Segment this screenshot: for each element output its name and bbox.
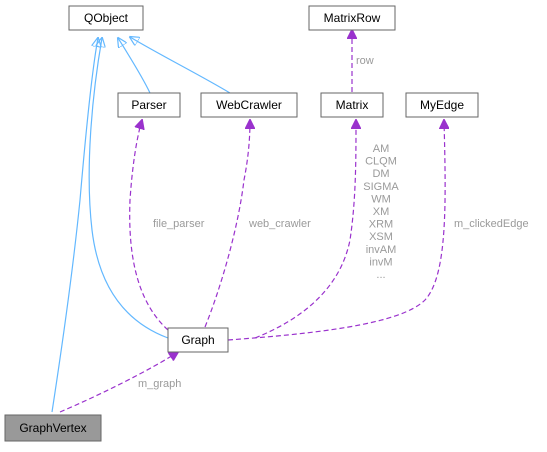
matrix-member-label: XM <box>373 206 390 218</box>
edge-parser-to-qobject <box>118 38 151 94</box>
node-label-myedge: MyEdge <box>420 98 464 112</box>
node-webcrawler[interactable]: WebCrawler <box>200 92 298 118</box>
node-label-matrixrow: MatrixRow <box>324 11 381 25</box>
node-label-graphvertex: GraphVertex <box>19 421 86 435</box>
matrix-member-label: invM <box>369 256 392 268</box>
matrix-member-label: AM <box>373 143 390 155</box>
matrix-member-label: ... <box>376 269 385 281</box>
node-parser[interactable]: Parser <box>117 92 181 118</box>
edge-label-matrix-members: AMCLQMDMSIGMAWMXMXRMXSMinvAMinvM... <box>363 143 399 281</box>
edge-graph-to-matrix <box>254 120 356 339</box>
edge-label-web-crawler: web_crawler <box>248 218 311 230</box>
edge-label-row: row <box>356 55 374 67</box>
edge-graph-to-qobject <box>88 38 169 339</box>
edge-graphvertex-to-graph <box>59 352 178 413</box>
matrix-member-label: XSM <box>369 231 393 243</box>
node-graphvertex[interactable]: GraphVertex <box>4 414 102 442</box>
edge-label-file-parser: file_parser <box>153 218 205 230</box>
edge-webcrawler-to-qobject <box>130 37 231 94</box>
matrix-member-label: SIGMA <box>363 181 399 193</box>
edge-graphvertex-to-qobject <box>51 38 98 413</box>
edge-label-m-clickededge: m_clickedEdge <box>454 218 529 230</box>
matrix-member-label: WM <box>371 193 391 205</box>
node-label-webcrawler: WebCrawler <box>216 98 282 112</box>
edge-graph-to-parser <box>129 120 169 331</box>
node-label-graph: Graph <box>181 333 214 347</box>
matrix-member-label: invAM <box>366 244 397 256</box>
node-graph[interactable]: Graph <box>167 327 229 353</box>
edge-graph-to-myedge <box>227 120 445 341</box>
node-label-parser: Parser <box>131 98 166 112</box>
node-label-matrix: Matrix <box>336 98 369 112</box>
node-matrix[interactable]: Matrix <box>320 92 384 118</box>
edge-graph-to-webcrawler <box>204 120 250 328</box>
matrix-member-label: DM <box>372 168 389 180</box>
node-myedge[interactable]: MyEdge <box>405 92 479 118</box>
edge-label-m-graph: m_graph <box>138 378 181 390</box>
matrix-member-label: XRM <box>369 219 393 231</box>
node-matrixrow[interactable]: MatrixRow <box>308 5 396 31</box>
node-qobject[interactable]: QObject <box>68 5 144 31</box>
matrix-member-label: CLQM <box>365 156 397 168</box>
node-label-qobject: QObject <box>84 11 129 25</box>
